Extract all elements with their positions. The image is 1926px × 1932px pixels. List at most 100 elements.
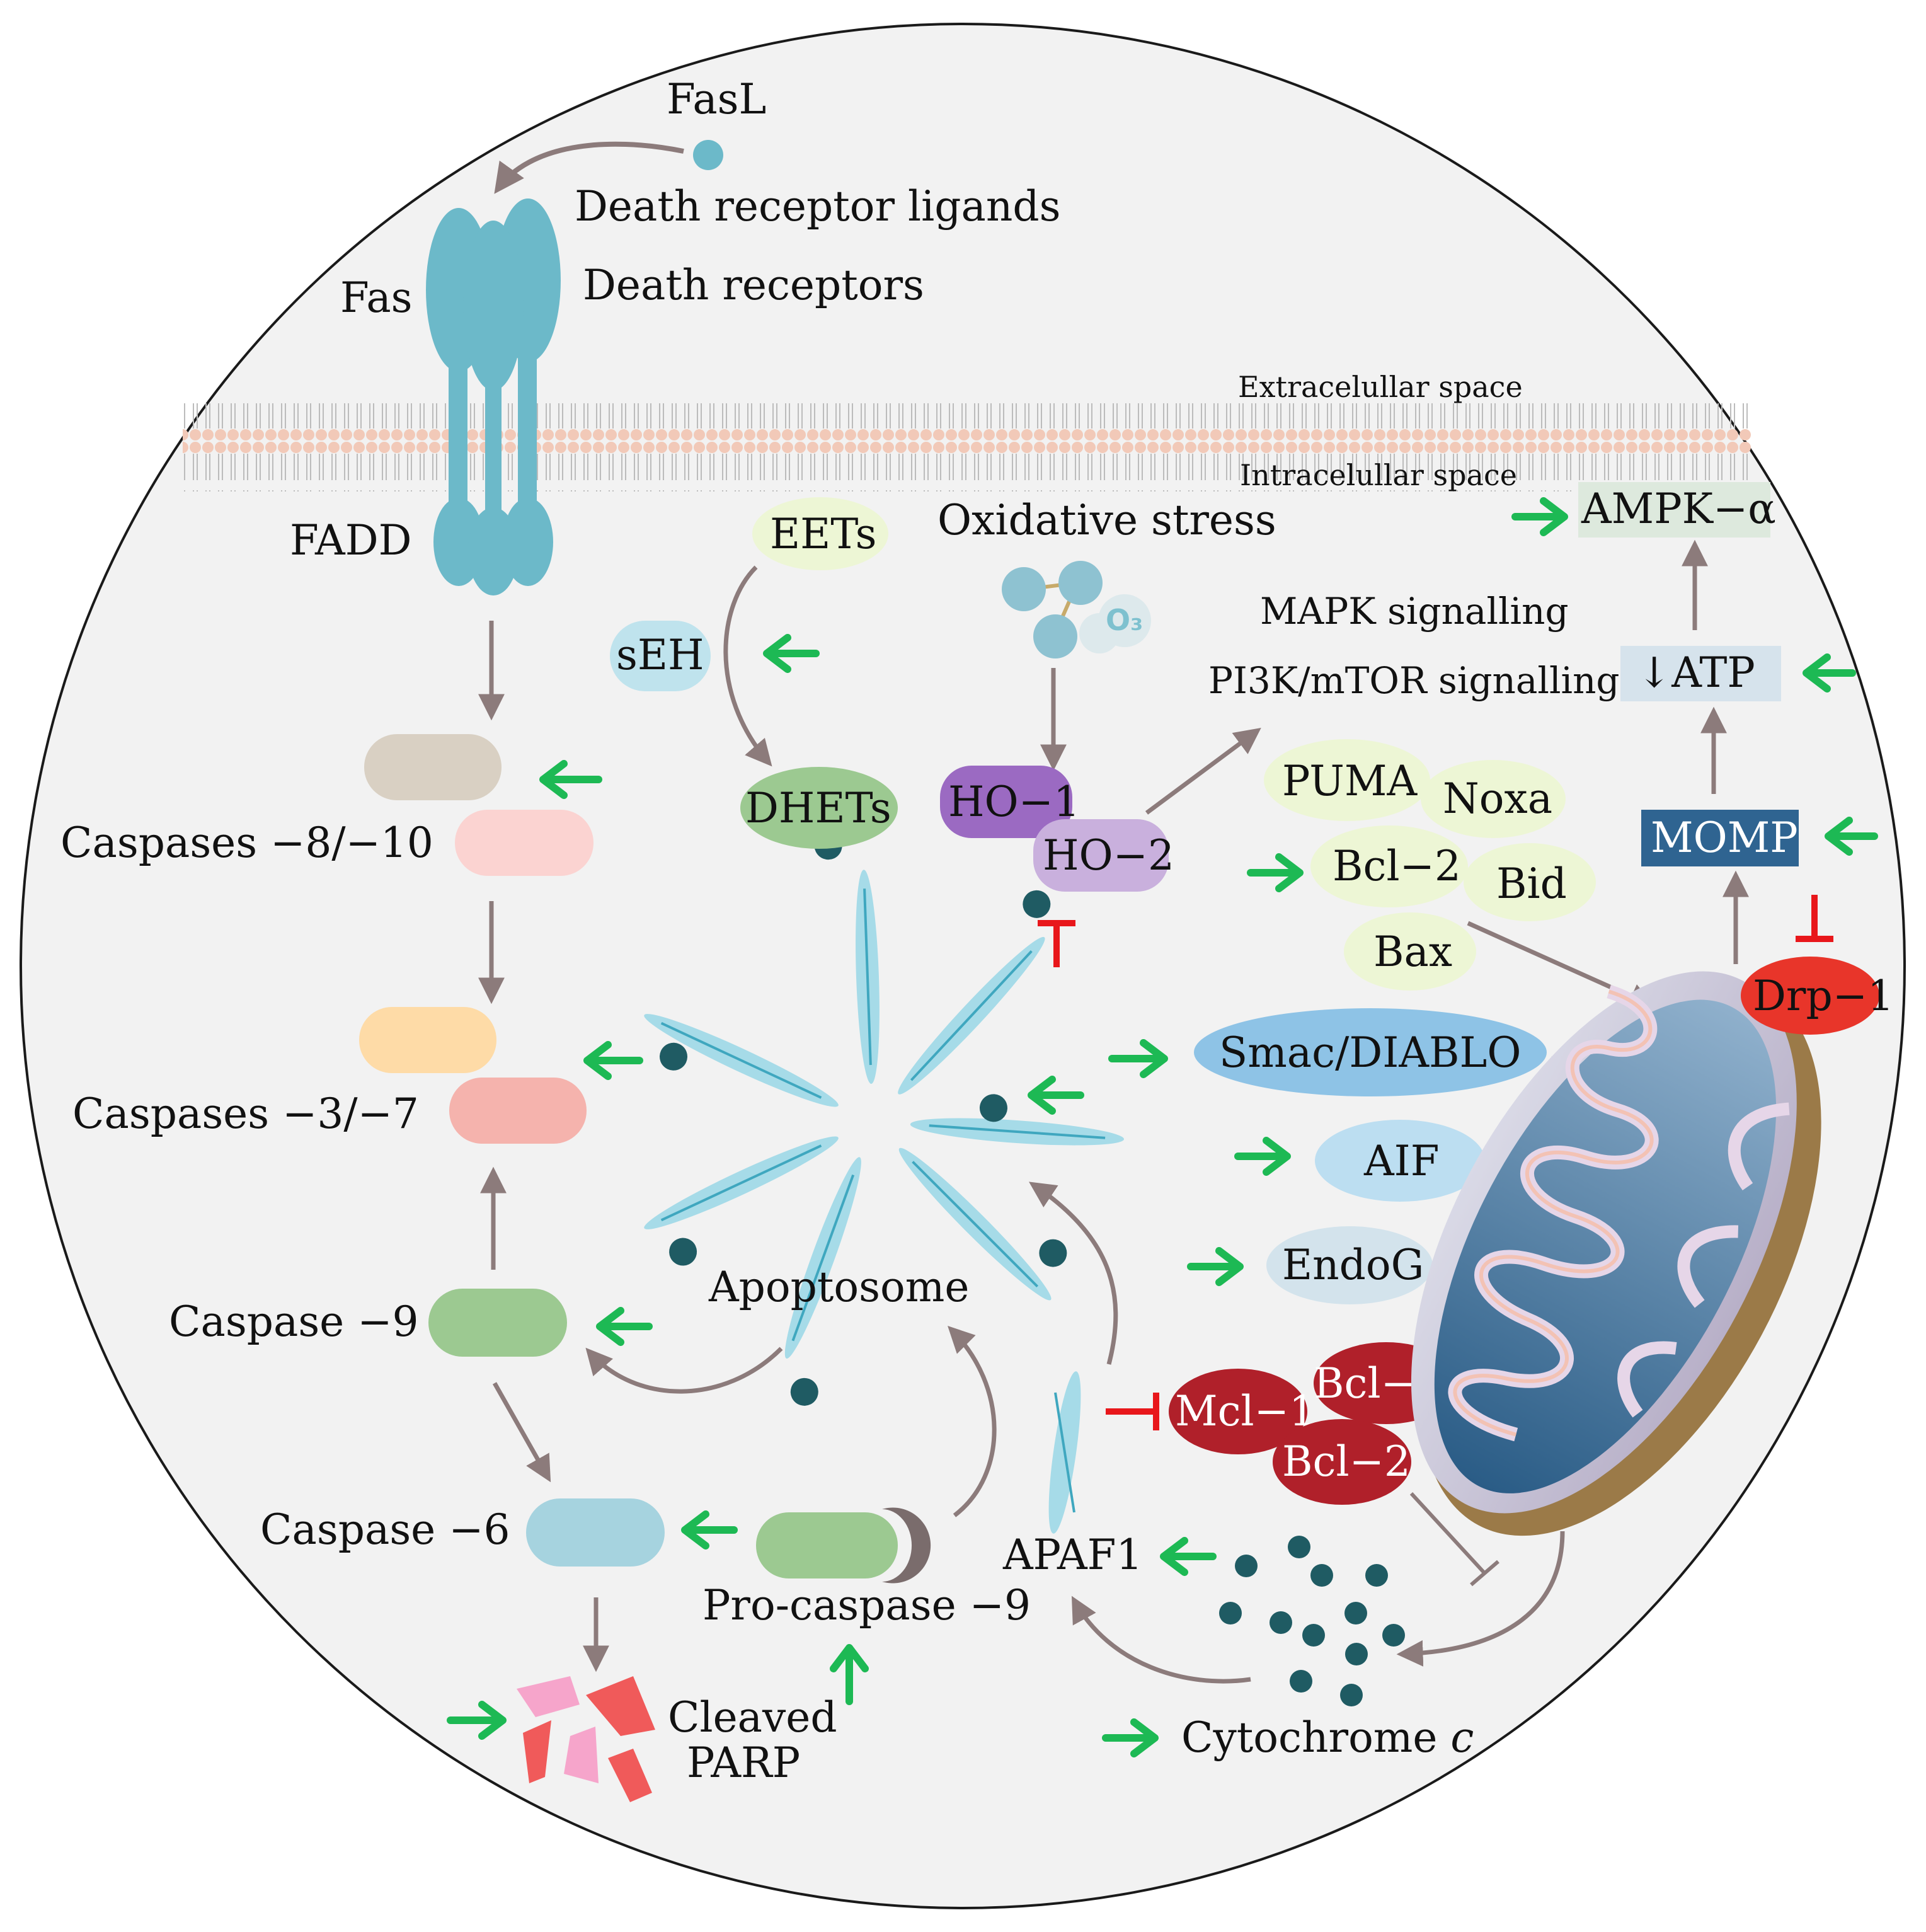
seh-green-head <box>763 634 791 673</box>
caspase9-to-caspase6-arrow <box>492 1382 551 1483</box>
aif-label: AIF <box>1363 1137 1440 1185</box>
pro-caspase9-shape <box>756 1512 898 1578</box>
oxidative-stress-label: Oxidative stress <box>937 496 1276 544</box>
momp-label: MOMP <box>1651 814 1798 862</box>
bax-label: Bax <box>1373 928 1452 976</box>
caspase3-shape <box>359 1007 496 1073</box>
bcl2-anti-shape <box>1273 1419 1411 1505</box>
ho1-shape <box>940 766 1072 838</box>
fas-receptor <box>426 198 561 595</box>
ozone-label: O₃ <box>1106 603 1143 637</box>
caspases-8-10-label: Caspases −8/−10 <box>60 819 433 867</box>
noxa-label: Noxa <box>1443 774 1552 823</box>
mcl1-label: Mcl−1 <box>1175 1387 1316 1435</box>
ho-to-signalling-arrow <box>1145 727 1261 815</box>
atp-label: ↓ATP <box>1637 648 1755 697</box>
mcl1-shape <box>1169 1369 1307 1454</box>
caspase6-green-head <box>681 1510 709 1550</box>
fasl-label: FasL <box>667 75 766 124</box>
caspase9-shape <box>428 1289 567 1357</box>
ozone-molecule-icon <box>1002 561 1151 658</box>
mito-to-cytochrome-arrow <box>1396 1531 1565 1667</box>
bax-shape <box>1344 912 1476 991</box>
pro-caspase9-green-head <box>830 1644 869 1672</box>
fasl-binding-arrow <box>494 141 684 194</box>
cell-membrane <box>183 403 1751 492</box>
extracellular-label: Extracelullar space <box>1238 370 1523 404</box>
bcl2-pro-shape <box>1310 825 1468 907</box>
apoptosome-green-head <box>1028 1076 1056 1115</box>
seh-label: sEH <box>616 631 704 679</box>
apoptosome-to-caspase9-arrow <box>585 1347 783 1394</box>
aif-green-head <box>1263 1137 1291 1176</box>
endog-green-head <box>1215 1247 1244 1286</box>
caspase-6-label: Caspase −6 <box>260 1505 510 1554</box>
caspase9-green-head <box>596 1307 624 1346</box>
drp1-label: Drp−1 <box>1753 972 1894 1020</box>
eets-label: EETs <box>770 510 876 558</box>
seh-shape <box>610 621 711 691</box>
apoptosome <box>644 832 1125 1406</box>
puma-shape <box>1264 739 1430 821</box>
cytochrome-green-head <box>1130 1718 1159 1757</box>
bid-label: Bid <box>1496 860 1567 908</box>
pi3k-label: PI3K/mTOR signalling <box>1208 659 1620 702</box>
parp-green-head <box>478 1701 507 1740</box>
caspase10-shape <box>455 810 593 876</box>
dhets-label: DHETs <box>745 784 891 832</box>
cytochrome-c-label: Cytochrome c <box>1181 1713 1474 1762</box>
bid-shape <box>1464 843 1596 921</box>
ho2-shape <box>1033 819 1169 892</box>
death-receptors-label: Death receptors <box>583 261 924 309</box>
ho2-label: HO−2 <box>1043 831 1174 880</box>
atp-green-head <box>1803 653 1831 693</box>
apoptosome-label: Apoptosome <box>708 1263 969 1311</box>
smac-green-head <box>1140 1039 1168 1078</box>
drp1-shape <box>1741 957 1879 1035</box>
cytochrome-to-apaf1-arrow <box>1071 1596 1251 1684</box>
apaf1-label: APAF1 <box>1002 1531 1142 1579</box>
endog-shape <box>1266 1226 1433 1304</box>
noxa-shape <box>1421 760 1566 838</box>
bcl2-inhibition-line <box>1409 1492 1486 1574</box>
caspase3-green-head <box>583 1041 612 1080</box>
eets-to-dhets-arrow <box>723 565 772 767</box>
momp-box <box>1641 810 1799 866</box>
pro-caspase-9-label: Pro-caspase −9 <box>702 1581 1031 1630</box>
cytochrome-c-particles <box>1219 1536 1405 1706</box>
mapk-label: MAPK signalling <box>1260 590 1569 633</box>
bcl2-family-green-head <box>1275 853 1304 892</box>
fasl-ligand <box>693 140 723 170</box>
fadd-label: FADD <box>290 516 412 565</box>
fas-label: Fas <box>340 273 413 322</box>
apaf1-to-apoptosome-arrow <box>1029 1182 1118 1365</box>
apaf1-shape-line <box>1054 1392 1075 1513</box>
caspase-9-label: Caspase −9 <box>169 1297 419 1346</box>
cleaved-parp-fragments <box>517 1676 655 1802</box>
momp-green-head <box>1825 817 1853 856</box>
bcl2-inhibition-bar <box>1470 1560 1499 1587</box>
ampk-label: AMPK−α <box>1581 485 1776 533</box>
caspase8-green-head <box>539 760 568 799</box>
bcl2-pro-label: Bcl−2 <box>1333 842 1461 890</box>
eets-shape <box>752 497 888 570</box>
apaf1-green-head <box>1160 1537 1188 1576</box>
caspases-3-7-label: Caspases −3/−7 <box>72 1090 419 1138</box>
intracellular-label: Intracelullar space <box>1240 458 1517 492</box>
smac-diablo-shape <box>1194 1008 1547 1096</box>
parp-label: PARP <box>687 1739 800 1787</box>
atp-box <box>1620 646 1781 701</box>
cleaved-label: Cleaved <box>668 1693 837 1742</box>
puma-label: PUMA <box>1282 757 1418 805</box>
pro-caspase9-cap <box>882 1507 931 1584</box>
bcl2-anti-label: Bcl−2 <box>1282 1437 1411 1486</box>
dhets-shape <box>740 767 898 849</box>
caspase7-shape <box>449 1078 587 1144</box>
ho1-label: HO−1 <box>948 778 1080 826</box>
aif-shape <box>1315 1120 1485 1202</box>
caspase6-shape <box>526 1498 665 1567</box>
ampk-box <box>1578 482 1770 538</box>
ampk-green-head <box>1540 497 1568 536</box>
